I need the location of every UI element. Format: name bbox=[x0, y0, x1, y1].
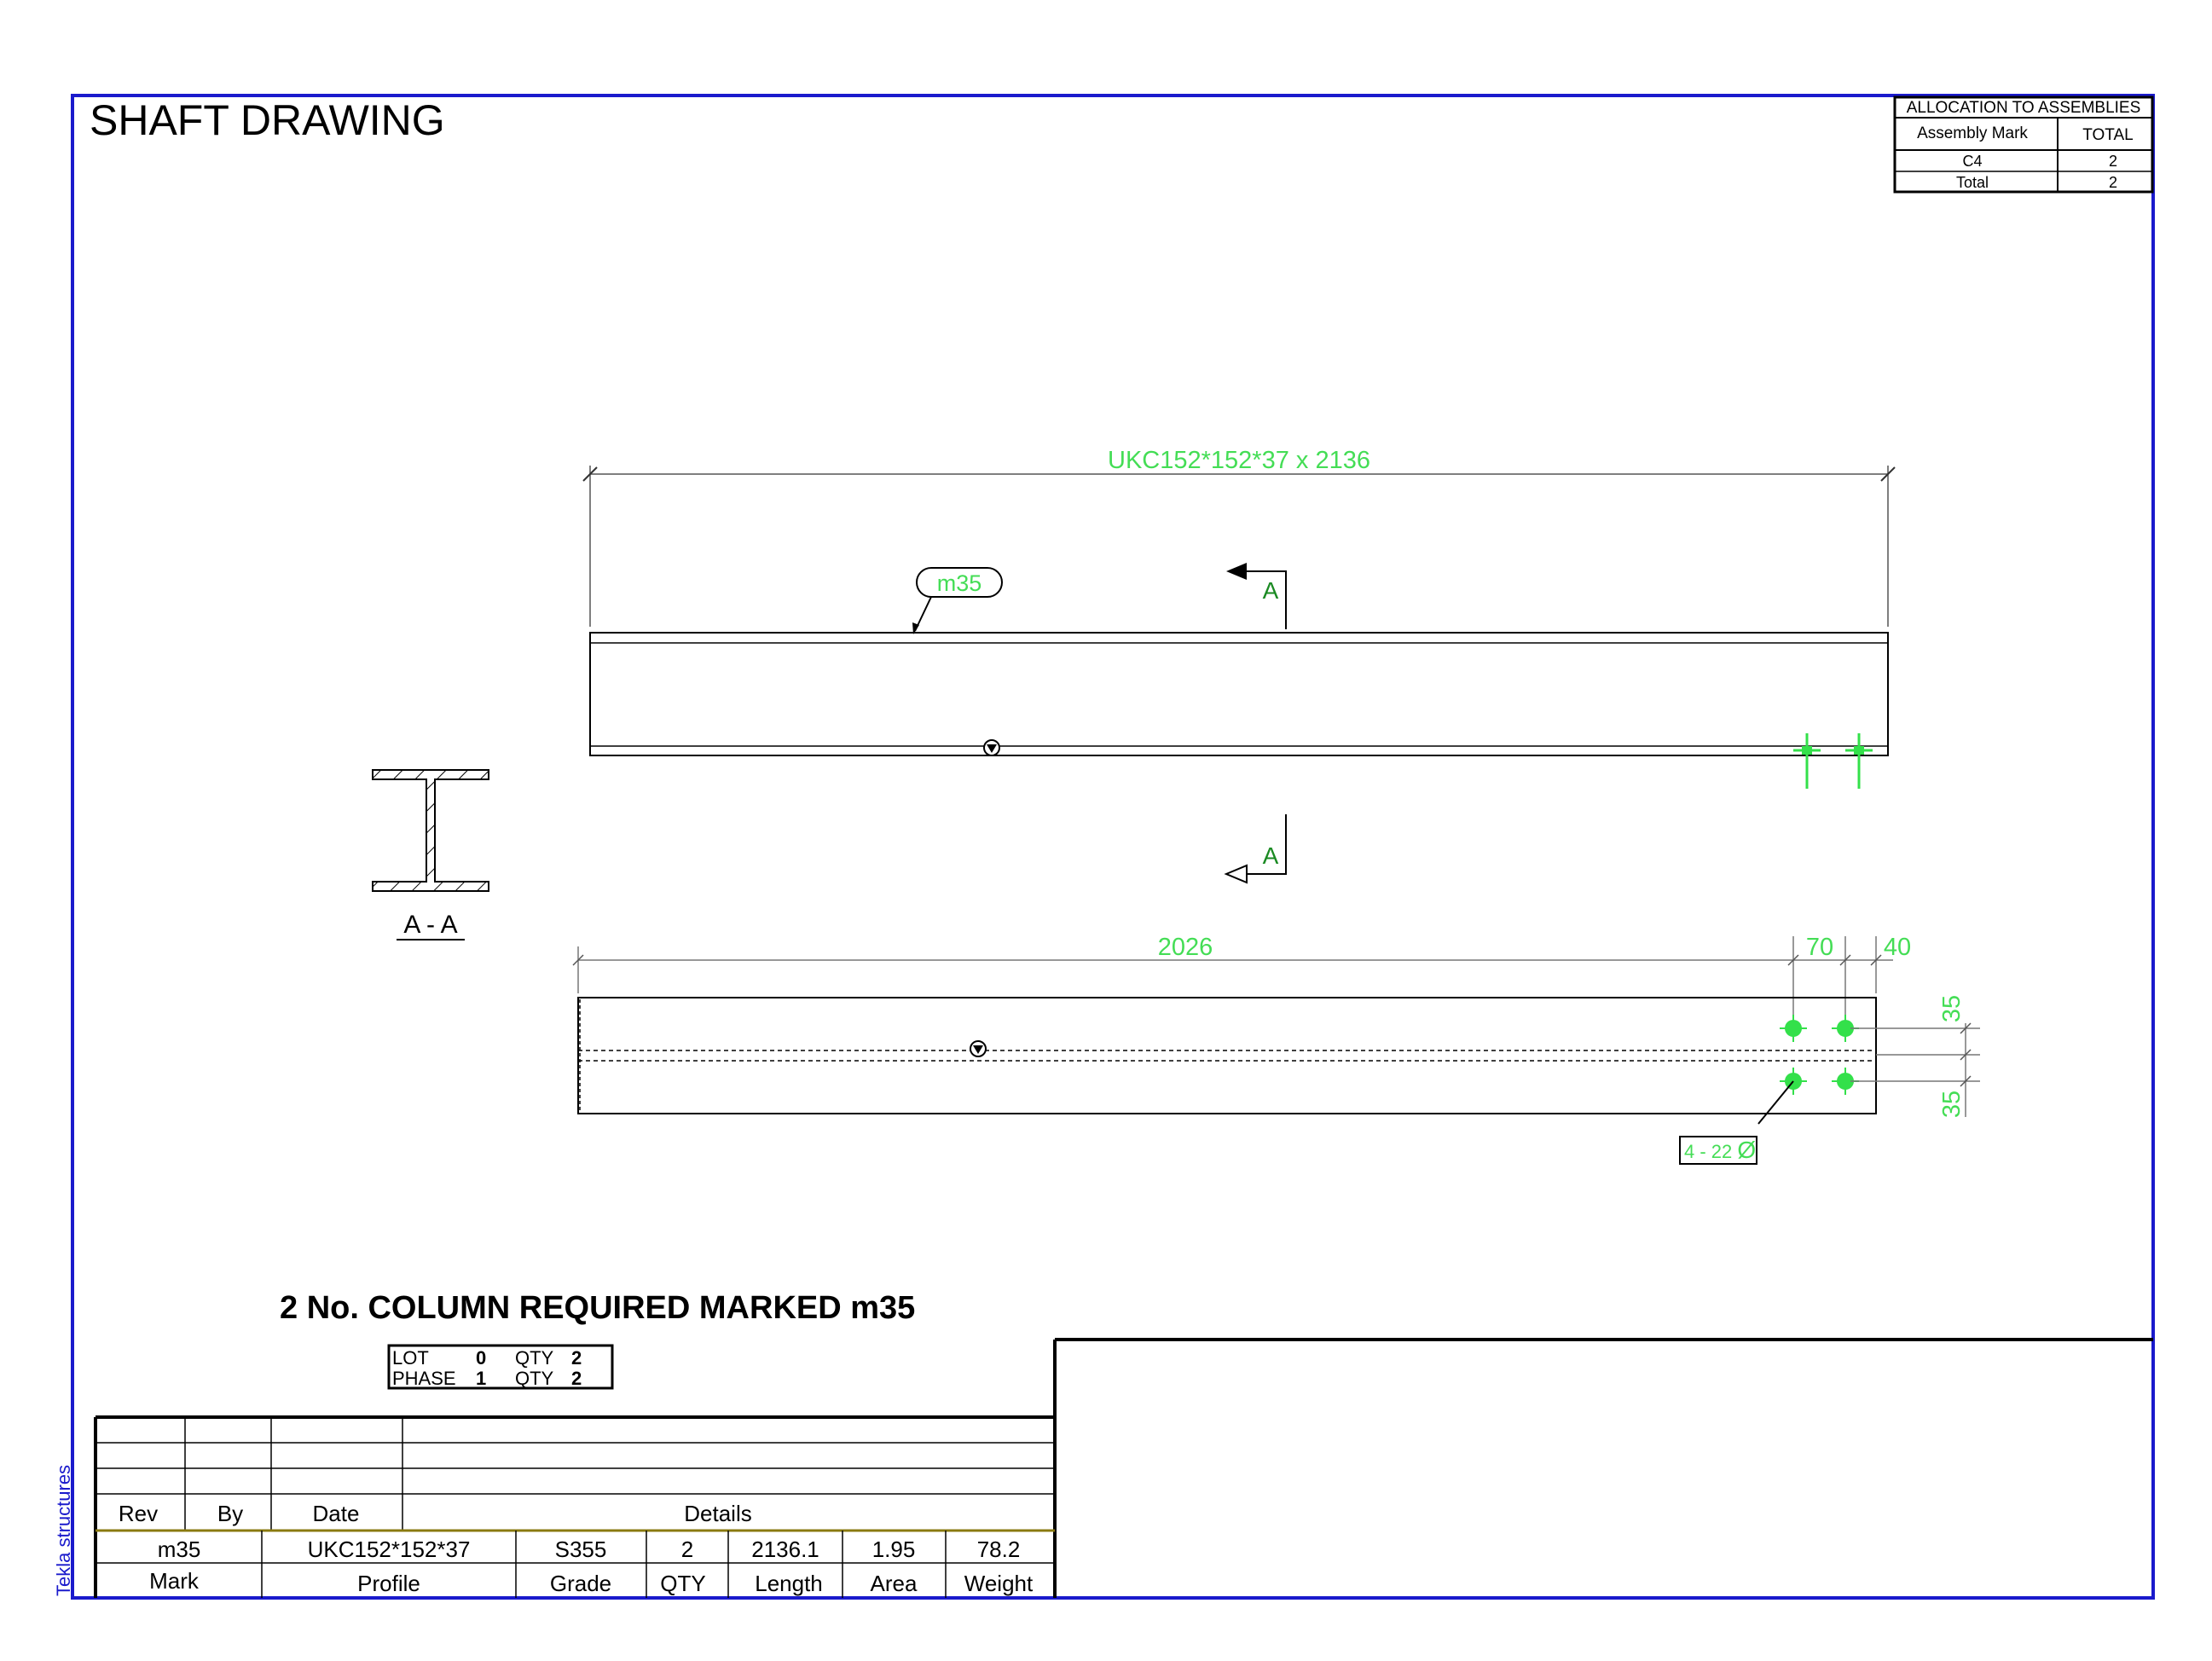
hole-note: 4 - 22 Ø bbox=[1684, 1137, 1756, 1163]
part-weight-value: 78.2 bbox=[977, 1537, 1021, 1562]
member-plan bbox=[577, 997, 1877, 1114]
part-length-value: 2136.1 bbox=[751, 1537, 819, 1562]
lot-value: 0 bbox=[476, 1347, 486, 1369]
by-header: By bbox=[217, 1501, 243, 1526]
side-label: Tekla structures bbox=[53, 1465, 74, 1596]
part-mark-value: m35 bbox=[158, 1537, 201, 1562]
lot-qty-label: QTY bbox=[515, 1347, 554, 1369]
section-a-a: A - A bbox=[372, 769, 489, 940]
sheet-border bbox=[71, 94, 2155, 1600]
grade-header: Grade bbox=[550, 1571, 611, 1596]
allocation-col-total: TOTAL bbox=[2082, 126, 2133, 144]
qty-header: QTY bbox=[660, 1571, 705, 1596]
bottom-view: 2026 70 40 35 35 4 - 22 Ø bbox=[572, 934, 1980, 1165]
profile-header: Profile bbox=[357, 1571, 420, 1596]
allocation-title: ALLOCATION TO ASSEMBLIES bbox=[1907, 99, 2141, 117]
lot-phase-box: LOT 0 QTY 2 PHASE 1 QTY 2 bbox=[387, 1344, 614, 1390]
phase-label: PHASE bbox=[392, 1368, 456, 1389]
allocation-total-label: Total bbox=[1956, 174, 1989, 191]
allocation-total-value: 2 bbox=[2109, 174, 2117, 191]
dim-40: 40 bbox=[1884, 934, 1911, 961]
allocation-col-mark: Assembly Mark bbox=[1917, 124, 2028, 142]
dim-35-upper: 35 bbox=[1938, 995, 1966, 1022]
part-grade-value: S355 bbox=[555, 1537, 607, 1562]
drawing-title: SHAFT DRAWING bbox=[90, 96, 445, 144]
hole-note-count: 4 - 22 bbox=[1684, 1141, 1732, 1162]
lot-qty-value: 2 bbox=[571, 1347, 582, 1369]
length-header: Length bbox=[755, 1571, 823, 1596]
member-elevation bbox=[589, 632, 1889, 756]
part-qty-value: 2 bbox=[681, 1537, 693, 1562]
lot-label: LOT bbox=[392, 1347, 429, 1369]
allocation-table: ALLOCATION TO ASSEMBLIES Assembly Mark T… bbox=[1893, 95, 2154, 194]
section-mark-bottom: A bbox=[1263, 842, 1279, 869]
section-label: A - A bbox=[403, 911, 457, 939]
part-table: m35 UKC152*152*37 S355 2 2136.1 1.95 78.… bbox=[96, 1531, 1055, 1598]
details-header: Details bbox=[684, 1501, 751, 1526]
overall-dimension: UKC152*152*37 x 2136 bbox=[1108, 447, 1370, 474]
rev-header: Rev bbox=[119, 1501, 158, 1526]
diameter-symbol: Ø bbox=[1737, 1137, 1756, 1163]
section-mark-top: A bbox=[1263, 577, 1279, 604]
dim-35-lower: 35 bbox=[1938, 1091, 1966, 1118]
phase-qty-value: 2 bbox=[571, 1368, 582, 1389]
mark-header: Mark bbox=[149, 1568, 200, 1594]
part-mark-bubble bbox=[916, 567, 1003, 598]
weight-header: Weight bbox=[964, 1571, 1034, 1596]
bolt-holes bbox=[1780, 1015, 1859, 1095]
revision-table: Rev By Date Details bbox=[94, 1415, 1055, 1598]
section-cut-bottom: A bbox=[1224, 814, 1287, 884]
top-view: UKC152*152*37 x 2136 m35 A bbox=[582, 447, 1896, 884]
dim-70: 70 bbox=[1806, 934, 1833, 961]
area-header: Area bbox=[871, 1571, 918, 1596]
phase-qty-label: QTY bbox=[515, 1368, 554, 1389]
title-block-frame bbox=[1053, 1338, 2153, 1598]
allocation-row-mark: C4 bbox=[1962, 153, 1982, 170]
required-heading: 2 No. COLUMN REQUIRED MARKED m35 bbox=[280, 1290, 915, 1326]
part-profile-value: UKC152*152*37 bbox=[308, 1537, 471, 1562]
part-mark-label: m35 bbox=[937, 570, 982, 596]
section-cut-top: A bbox=[1226, 563, 1287, 629]
date-header: Date bbox=[313, 1501, 360, 1526]
allocation-row-total: 2 bbox=[2109, 153, 2117, 170]
member-marker-icon bbox=[983, 739, 1000, 756]
hole-markers-elevation bbox=[1793, 733, 1873, 789]
hole-note-box bbox=[1679, 1136, 1757, 1165]
dim-2026: 2026 bbox=[1158, 934, 1213, 961]
part-area-value: 1.95 bbox=[872, 1537, 916, 1562]
phase-value: 1 bbox=[476, 1368, 486, 1389]
member-marker-plan-icon bbox=[970, 1040, 987, 1057]
